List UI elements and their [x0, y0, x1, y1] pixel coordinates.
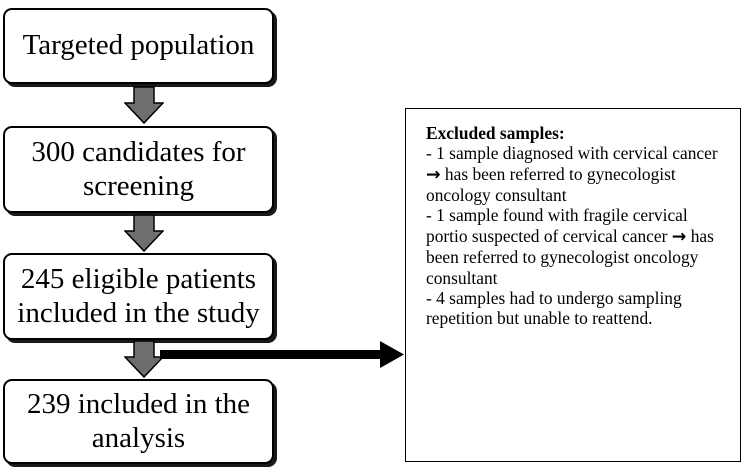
excluded-samples-title: Excluded samples: — [426, 123, 565, 143]
excluded-item-text: - 1 sample found with fragile cervical p… — [426, 205, 688, 246]
excluded-item-text: - 1 sample diagnosed with cervical cance… — [426, 143, 718, 164]
excluded-item-text: has been referred to gynecologist oncolo… — [426, 225, 714, 288]
flow-step-label: Targeted population — [22, 29, 255, 62]
down-arrow-icon — [124, 86, 164, 124]
flow-step-label: 245 eligible patients included in the st… — [17, 263, 260, 329]
flow-step-eligible-patients: 245 eligible patients included in the st… — [3, 253, 274, 340]
flow-step-label: 300 candidates for screening — [31, 136, 246, 202]
flow-step-included-analysis: 239 included in the analysis — [3, 379, 274, 464]
flow-step-targeted-population: Targeted population — [3, 8, 274, 84]
excluded-item: - 1 sample found with fragile cervical p… — [426, 205, 732, 287]
excluded-item: - 1 sample diagnosed with cervical cance… — [426, 143, 732, 205]
exclusion-arrow-icon — [160, 341, 404, 368]
excluded-item: - 4 samples had to undergo sampling repe… — [426, 288, 732, 329]
excluded-item-text: - 4 samples had to undergo sampling repe… — [426, 287, 682, 329]
right-arrow-icon: → — [426, 164, 441, 185]
down-arrow-icon — [124, 214, 164, 252]
excluded-samples-box: Excluded samples: - 1 sample diagnosed w… — [405, 108, 741, 462]
excluded-item-text: has been referred to gynecologist oncolo… — [426, 163, 676, 206]
right-arrow-icon: → — [671, 226, 687, 247]
flow-step-candidates: 300 candidates for screening — [3, 126, 274, 213]
down-arrow-icon — [124, 340, 164, 378]
flow-step-label: 239 included in the analysis — [26, 388, 251, 454]
